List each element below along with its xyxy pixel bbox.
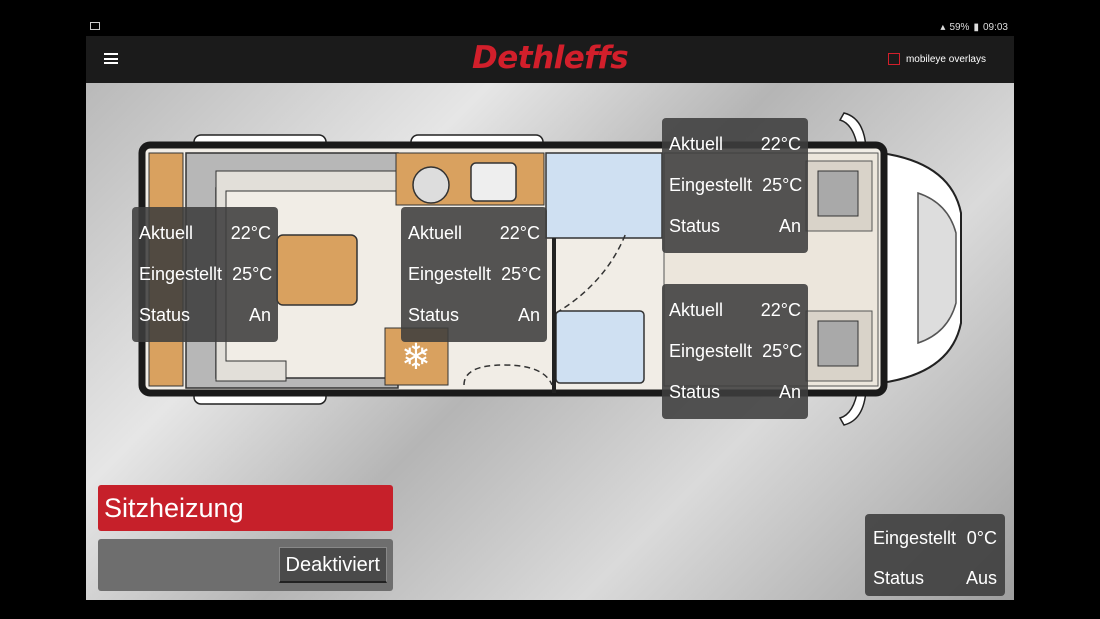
status-value: An bbox=[248, 305, 271, 325]
menu-icon[interactable] bbox=[104, 53, 118, 64]
svg-text:❄: ❄ bbox=[401, 337, 431, 378]
set-label: Eingestellt bbox=[139, 264, 223, 284]
system-status-bar: ▴ 59% ▮ 09:03 bbox=[86, 18, 1014, 36]
set-temp: 25°C bbox=[762, 341, 803, 361]
seat-heating-panel: Deaktiviert bbox=[98, 539, 393, 591]
status-value: An bbox=[778, 216, 801, 236]
clock: 09:03 bbox=[982, 22, 1008, 33]
status-label: Status bbox=[139, 305, 191, 325]
current-temp: 22°C bbox=[760, 300, 801, 320]
current-label: Aktuell bbox=[669, 134, 724, 154]
status-label: Status bbox=[408, 305, 460, 325]
status-label: Status bbox=[669, 382, 721, 402]
zone-climate-front-bottom[interactable]: Aktuell 22°C Eingestellt 25°C Status An bbox=[662, 284, 808, 419]
current-temp: 22°C bbox=[499, 223, 540, 243]
battery-level: 59% bbox=[949, 22, 970, 33]
status-value: An bbox=[517, 305, 540, 325]
current-label: Aktuell bbox=[139, 223, 194, 243]
set-label: Eingestellt bbox=[408, 264, 492, 284]
status-value: An bbox=[778, 382, 801, 402]
overlay-label: mobileye overlays bbox=[905, 53, 986, 65]
brand-logo: Dethleffs bbox=[472, 40, 629, 76]
summary-set-label: Eingestellt bbox=[873, 527, 957, 548]
summary-status-label: Status bbox=[873, 567, 925, 588]
app-bar: Dethleffs mobileye overlays bbox=[86, 36, 1014, 83]
zone-climate-kitchen[interactable]: Aktuell 22°C Eingestellt 25°C Status An bbox=[401, 207, 547, 342]
zone-climate-front-top[interactable]: Aktuell 22°C Eingestellt 25°C Status An bbox=[662, 118, 808, 253]
seat-heating-title: Sitzheizung bbox=[98, 485, 393, 531]
battery-icon: ▮ bbox=[973, 22, 979, 33]
current-temp: 22°C bbox=[760, 134, 801, 154]
deactivate-button[interactable]: Deaktiviert bbox=[278, 547, 387, 583]
summary-status-value: Aus bbox=[965, 567, 997, 588]
current-label: Aktuell bbox=[669, 300, 724, 320]
seat-heating-summary: Eingestellt 0°C Status Aus bbox=[865, 514, 1005, 596]
set-label: Eingestellt bbox=[669, 175, 753, 195]
set-label: Eingestellt bbox=[669, 341, 753, 361]
summary-set-value: 0°C bbox=[966, 527, 997, 548]
set-temp: 25°C bbox=[762, 175, 803, 195]
gallery-icon bbox=[90, 22, 100, 30]
status-label: Status bbox=[669, 216, 721, 236]
overlay-checkbox[interactable] bbox=[887, 53, 900, 65]
zone-climate-rear[interactable]: Aktuell 22°C Eingestellt 25°C Status An bbox=[132, 207, 278, 342]
set-temp: 25°C bbox=[501, 264, 542, 284]
current-temp: 22°C bbox=[230, 223, 271, 243]
current-label: Aktuell bbox=[408, 223, 463, 243]
overlay-toggle[interactable]: mobileye overlays bbox=[887, 53, 986, 65]
set-temp: 25°C bbox=[232, 264, 273, 284]
signal-icon: ▴ bbox=[940, 22, 946, 33]
